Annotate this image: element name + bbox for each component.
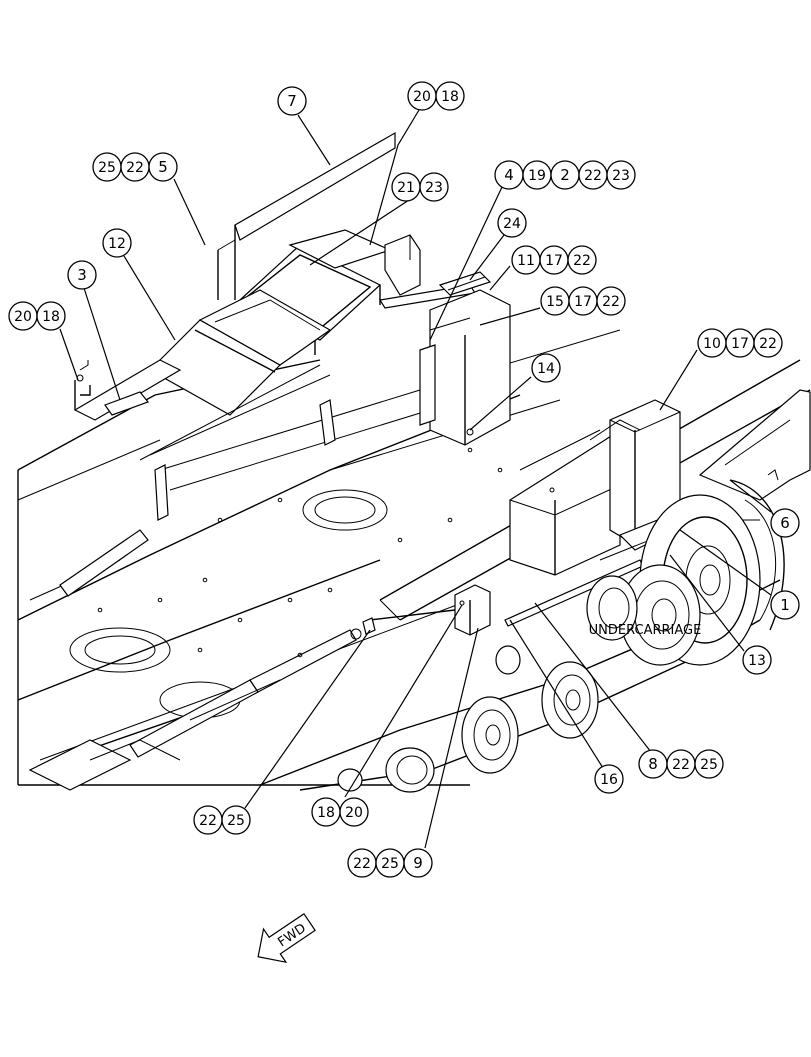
callout-25-22-5: 25 22 5 [92, 152, 178, 182]
callout-bubble [277, 86, 307, 116]
callout-number: 4 [504, 166, 514, 184]
callout-bubble [102, 228, 132, 258]
callout-number: 17 [574, 294, 592, 310]
callout-number: 22 [573, 253, 591, 269]
callout-number: 20 [14, 309, 32, 325]
callout-number: 19 [528, 168, 546, 184]
callout-13: 13 [742, 645, 772, 675]
callout-number: 7 [287, 92, 297, 110]
callout-bubble [770, 590, 800, 620]
callout-number: 24 [503, 216, 521, 232]
callout-bubble [594, 764, 624, 794]
callout-number: 25 [227, 813, 245, 829]
callout-bubble [36, 301, 66, 331]
callout-bubble [567, 245, 597, 275]
callout-bubble [435, 81, 465, 111]
callout-number: 16 [600, 772, 618, 788]
callout-number: 3 [77, 266, 87, 284]
callout-bubble [221, 805, 251, 835]
callout-21-23: 21 23 [391, 172, 449, 202]
callout-bubble [403, 848, 433, 878]
callout-bubble [606, 160, 636, 190]
callout-number: 25 [381, 856, 399, 872]
callout-10-17-22: 10 17 22 [697, 328, 783, 358]
callout-24: 24 [497, 208, 527, 238]
callout-number: 21 [397, 180, 415, 196]
callout-22-25: 22 25 [193, 805, 251, 835]
callout-number: 20 [345, 805, 363, 821]
callout-1: 1 [770, 590, 800, 620]
callout-number: 22 [672, 757, 690, 773]
callout-bubble [339, 797, 369, 827]
callout-bubble [67, 260, 97, 290]
callout-number: 5 [158, 158, 168, 176]
callout-number: 22 [759, 336, 777, 352]
callout-number: 22 [126, 160, 144, 176]
callout-number: 17 [731, 336, 749, 352]
callout-number: 8 [648, 755, 658, 773]
leader-lines [59, 104, 772, 849]
callout-number: 22 [584, 168, 602, 184]
callout-number: 14 [537, 361, 555, 377]
callout-number: 23 [425, 180, 443, 196]
callout-bubble [742, 645, 772, 675]
callout-12: 12 [102, 228, 132, 258]
callout-number: 22 [602, 294, 620, 310]
callout-16: 16 [594, 764, 624, 794]
callout-bubble [596, 286, 626, 316]
callout-22-25-9: 22 25 9 [347, 848, 433, 878]
callout-number: 15 [546, 294, 564, 310]
callout-bubble [419, 172, 449, 202]
callout-number: 18 [317, 805, 335, 821]
callout-number: 6 [780, 514, 790, 532]
callout-8-22-25: 8 22 25 [638, 749, 724, 779]
callout-number: 25 [700, 757, 718, 773]
callout-bubble [753, 328, 783, 358]
callout-number: 9 [413, 854, 423, 872]
callout-6: 6 [770, 508, 800, 538]
callout-number: 17 [545, 253, 563, 269]
callout-bubble [148, 152, 178, 182]
callout-bubble [497, 208, 527, 238]
callout-3: 3 [67, 260, 97, 290]
callout-number: 2 [560, 166, 570, 184]
callout-bubble [770, 508, 800, 538]
callout-bubble [694, 749, 724, 779]
callout-number: 11 [517, 253, 535, 269]
callout-number: 12 [108, 236, 126, 252]
callout-number: 23 [612, 168, 630, 184]
callout-number: 1 [780, 596, 790, 614]
callout-number: 22 [199, 813, 217, 829]
callout-bubble [531, 353, 561, 383]
undercarriage-label: UNDERCARRIAGE [589, 623, 702, 638]
callout-number: 25 [98, 160, 116, 176]
callout-15-17-22: 15 17 22 [540, 286, 626, 316]
fwd-arrow-icon: FWD [257, 912, 316, 964]
callout-7: 7 [277, 86, 307, 116]
callout-number: 18 [42, 309, 60, 325]
callout-number: 10 [703, 336, 721, 352]
rear-cover-assembly [73, 131, 511, 521]
callout-14: 14 [531, 353, 561, 383]
callout-number: 13 [748, 653, 766, 669]
undercarriage [259, 479, 785, 793]
callout-11-17-22: 11 17 22 [511, 245, 597, 275]
callout-number: 22 [353, 856, 371, 872]
callout-number: 18 [441, 89, 459, 105]
callout-number: 20 [413, 89, 431, 105]
